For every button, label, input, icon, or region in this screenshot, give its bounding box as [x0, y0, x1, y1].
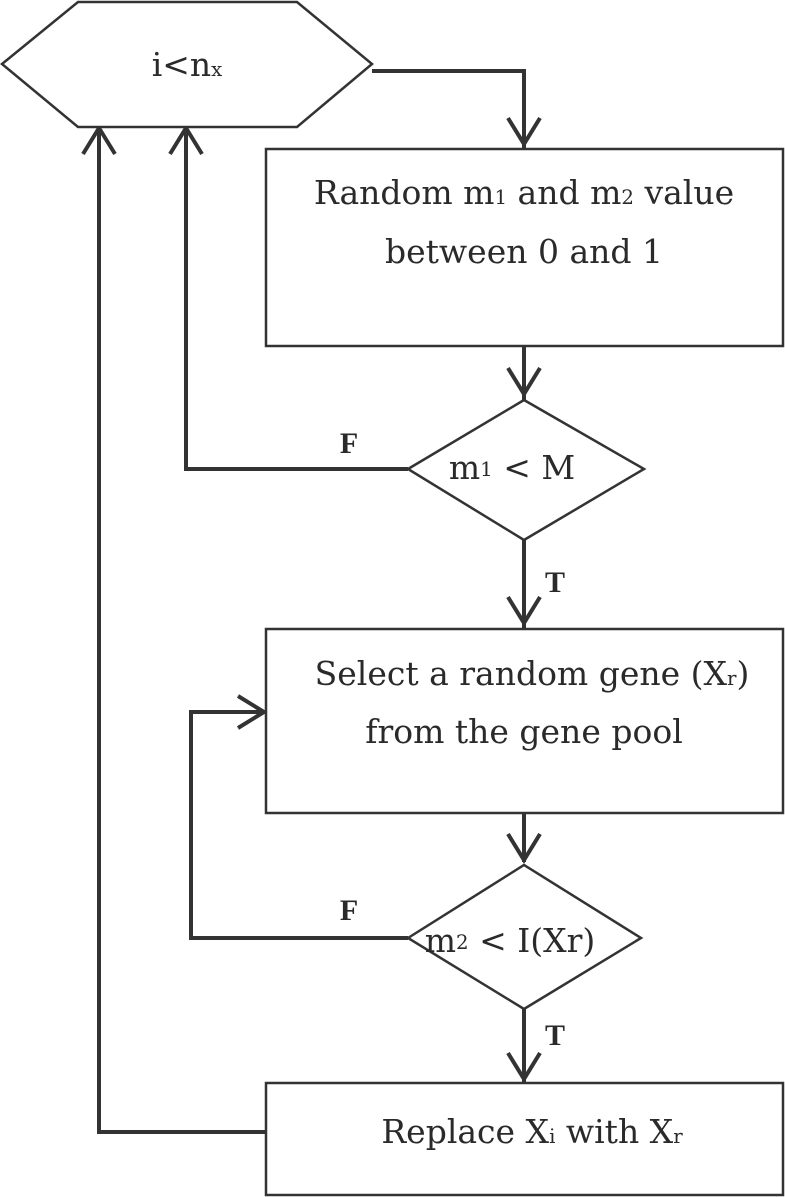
decision-m2-label: m2 < I(Xr): [425, 921, 596, 960]
edge-loop-to-random: [372, 69, 526, 148]
arrowheads: [81, 116, 542, 1083]
replace-box: [264, 1081, 785, 1197]
edge-m1-false-to-loop: [184, 130, 408, 471]
decision-m1-label: m1 < M: [449, 448, 575, 487]
arrowhead-down-icon: [506, 116, 542, 148]
decision-m2-diamond: [405, 863, 644, 1011]
arrowhead-down-icon: [506, 832, 542, 864]
select-gene-box: [264, 627, 785, 815]
random-values-line2: between 0 and 1: [385, 232, 663, 271]
edge-label-m2-true: T: [545, 1019, 565, 1052]
connectors: [97, 69, 526, 1134]
arrowhead-down-icon: [506, 366, 542, 398]
edge-label-m2-false: F: [340, 894, 358, 927]
arrowhead-down-icon: [506, 595, 542, 627]
random-values-line1: Random m1 and m2 value: [314, 173, 734, 212]
arrowhead-down-icon: [506, 1051, 542, 1083]
edge-label-m1-false: F: [340, 427, 358, 460]
select-gene-line1: Select a random gene (Xr): [315, 654, 750, 693]
edge-replace-to-loop: [97, 130, 266, 1134]
loop-condition-hexagon: [0, 0, 374, 129]
arrowhead-right-icon: [236, 694, 268, 730]
decision-m1-diamond: [405, 398, 647, 542]
replace-label: Replace Xi with Xr: [381, 1112, 683, 1151]
random-values-box: [264, 147, 785, 348]
select-gene-line2: from the gene pool: [365, 712, 683, 751]
edge-label-m1-true: T: [545, 566, 565, 599]
edge-m2-false-to-select: [189, 710, 408, 940]
loop-condition-label: i<nx: [152, 45, 223, 84]
